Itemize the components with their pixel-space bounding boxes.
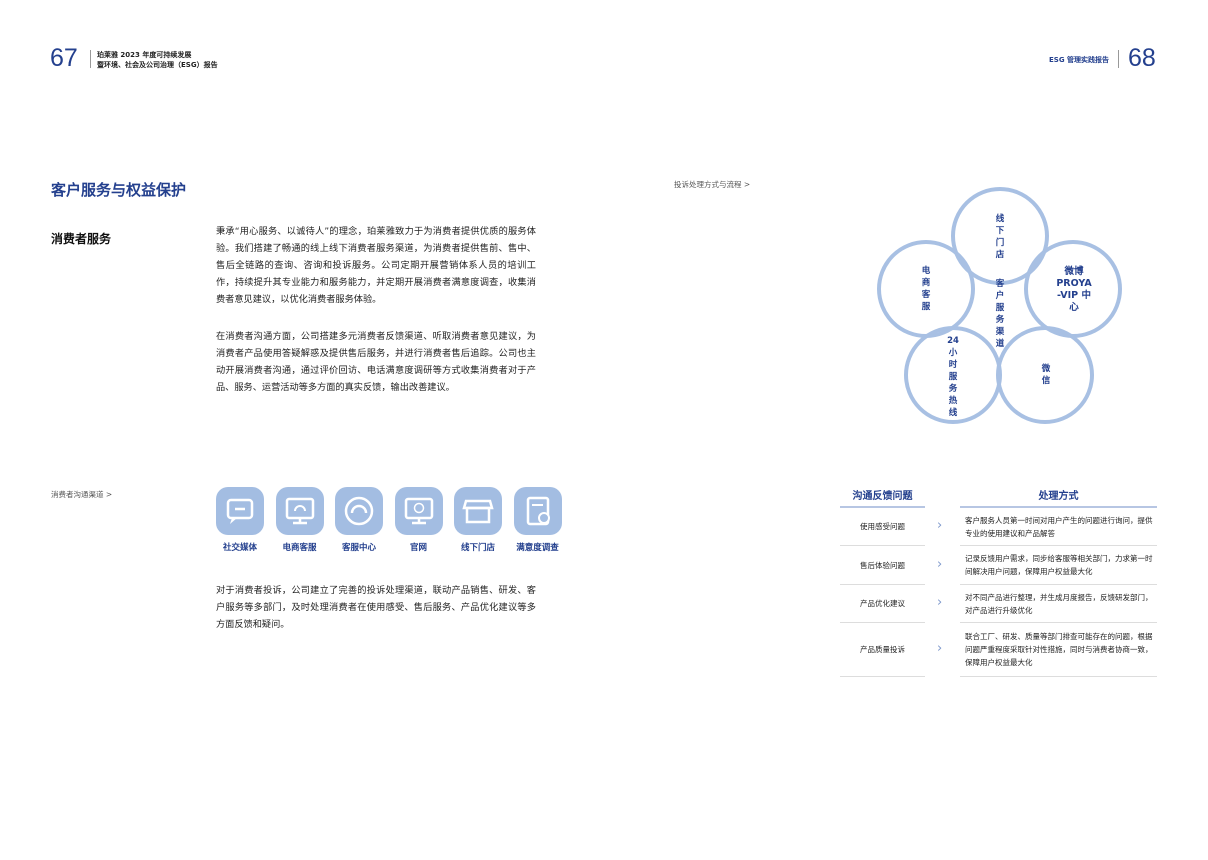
table-header-method: 处理方式	[1038, 491, 1079, 502]
paragraph-3: 对于消费者投诉，公司建立了完善的投诉处理渠道，联动产品销售、研发、客户服务等多部…	[216, 585, 536, 630]
channel-item: 线下门店	[454, 487, 508, 553]
channel-label: 满意度调查	[516, 543, 559, 553]
diagram-center: 客户服务渠道	[996, 278, 1005, 350]
node-label: PROYA	[1056, 278, 1092, 289]
page-number-left: 67	[50, 44, 78, 72]
node-label: 微博	[1064, 266, 1084, 277]
node-label: 服务热线	[948, 372, 958, 418]
node-label: -VIP 中心	[1057, 290, 1091, 313]
channel-label: 电商客服	[282, 543, 317, 553]
node-label: 24 小时	[947, 336, 959, 370]
table-row-method: 对不同产品进行整理，并生成月度报告，反馈研发部门，对产品进行升级优化	[960, 585, 1157, 623]
chevron-right-icon: ›	[937, 641, 943, 656]
report-title-line1: 珀莱雅 2023 年度可持续发展	[97, 51, 192, 59]
node-ecommerce: 电商客服	[922, 265, 931, 313]
circle	[951, 187, 1049, 285]
channel-item: 社交媒体	[216, 487, 270, 553]
section-title: 客户服务与权益保护	[51, 181, 187, 199]
paragraph-2: 在消费者沟通方面，公司搭建多元消费者反馈渠道、听取消费者意见建议，为消费者产品使…	[216, 331, 536, 393]
method-text: 记录反馈用户需求，同步给客服等相关部门，力求第一时间解决用户问题，保障用户权益最…	[965, 554, 1153, 576]
node-wechat: 微信	[1042, 363, 1051, 387]
table-row-method: 联合工厂、研发、质量等部门排查可能存在的问题，根据问题严重程度采取针对性措施，同…	[960, 623, 1157, 677]
chevron-right-icon: ›	[937, 595, 943, 610]
method-text: 客户服务人员第一时间对用户产生的问题进行询问，提供专业的使用建议和产品解答	[965, 515, 1153, 538]
channel-item: 客服中心	[335, 487, 389, 553]
node-offline-store: 线下门店	[996, 213, 1005, 261]
channel-label: 线下门店	[460, 543, 495, 553]
survey-check-icon	[513, 487, 562, 535]
center-label: 渠道	[995, 327, 1005, 349]
chat-bubble-icon	[216, 487, 264, 535]
table-row-issue: 产品质量投诉	[840, 623, 925, 677]
table-row-issue: 售后体验问题	[840, 546, 925, 585]
channel-label: 官网	[409, 543, 427, 553]
complaint-label: 投诉处理方式与流程 >	[674, 180, 751, 189]
monitor-globe-icon	[394, 487, 443, 535]
subsection-title: 消费者服务	[51, 232, 112, 246]
divider	[1118, 50, 1119, 68]
header-rule	[960, 506, 1157, 508]
table-row-method: 记录反馈用户需求，同步给客服等相关部门，力求第一时间解决用户问题，保障用户权益最…	[960, 546, 1157, 585]
node-label: 线下门店	[995, 214, 1005, 260]
channel-item: 满意度调查	[513, 487, 568, 553]
channel-item: 电商客服	[275, 487, 330, 553]
paragraph-1: 秉承“用心服务、以诚待人”的理念，珀莱雅致力于为消费者提供优质的服务体验。我们搭…	[216, 226, 536, 305]
chevron-right-icon: ›	[937, 518, 943, 533]
chevron-right-icon: ›	[937, 556, 943, 572]
table-header-issue: 沟通反馈问题	[852, 491, 913, 502]
method-text: 对不同产品进行整理，并生成月度报告，反馈研发部门，对产品进行升级优化	[965, 592, 1153, 615]
report-title-line2: 暨环境、社会及公司治理（ESG）报告	[97, 61, 218, 69]
store-icon	[454, 487, 502, 535]
headset-icon	[335, 487, 383, 535]
circle	[996, 326, 1094, 424]
report-title: 珀莱雅 2023 年度可持续发展 暨环境、社会及公司治理（ESG）报告	[97, 50, 218, 70]
chapter-title: ESG 管理实践报告	[1049, 56, 1110, 64]
channel-icons: 社交媒体 电商客服 客服中心 官网 线下门店 满意度调查	[216, 487, 568, 553]
table-row-issue: 产品优化建议	[840, 585, 925, 623]
channels-label: 消费者沟通渠道 >	[51, 490, 113, 499]
page-number-right: 68	[1128, 44, 1156, 72]
node-hotline: 24 小时服务热线	[947, 335, 959, 419]
table-row-method: 客户服务人员第一时间对用户产生的问题进行询问，提供专业的使用建议和产品解答	[960, 508, 1157, 546]
method-text: 联合工厂、研发、质量等部门排查可能存在的问题，根据问题严重程度采取针对性措施，同…	[965, 632, 1153, 667]
node-label: 微信	[1041, 364, 1051, 386]
monitor-headset-icon	[275, 487, 324, 535]
center-label: 客户服务	[995, 279, 1005, 325]
channel-item: 官网	[394, 487, 449, 553]
node-label: 电商客服	[921, 266, 931, 312]
channel-label: 社交媒体	[222, 543, 257, 553]
table-row-issue: 使用感受问题	[840, 508, 925, 546]
channel-label: 客服中心	[341, 543, 376, 553]
header-rule	[840, 506, 925, 508]
divider	[90, 50, 91, 68]
